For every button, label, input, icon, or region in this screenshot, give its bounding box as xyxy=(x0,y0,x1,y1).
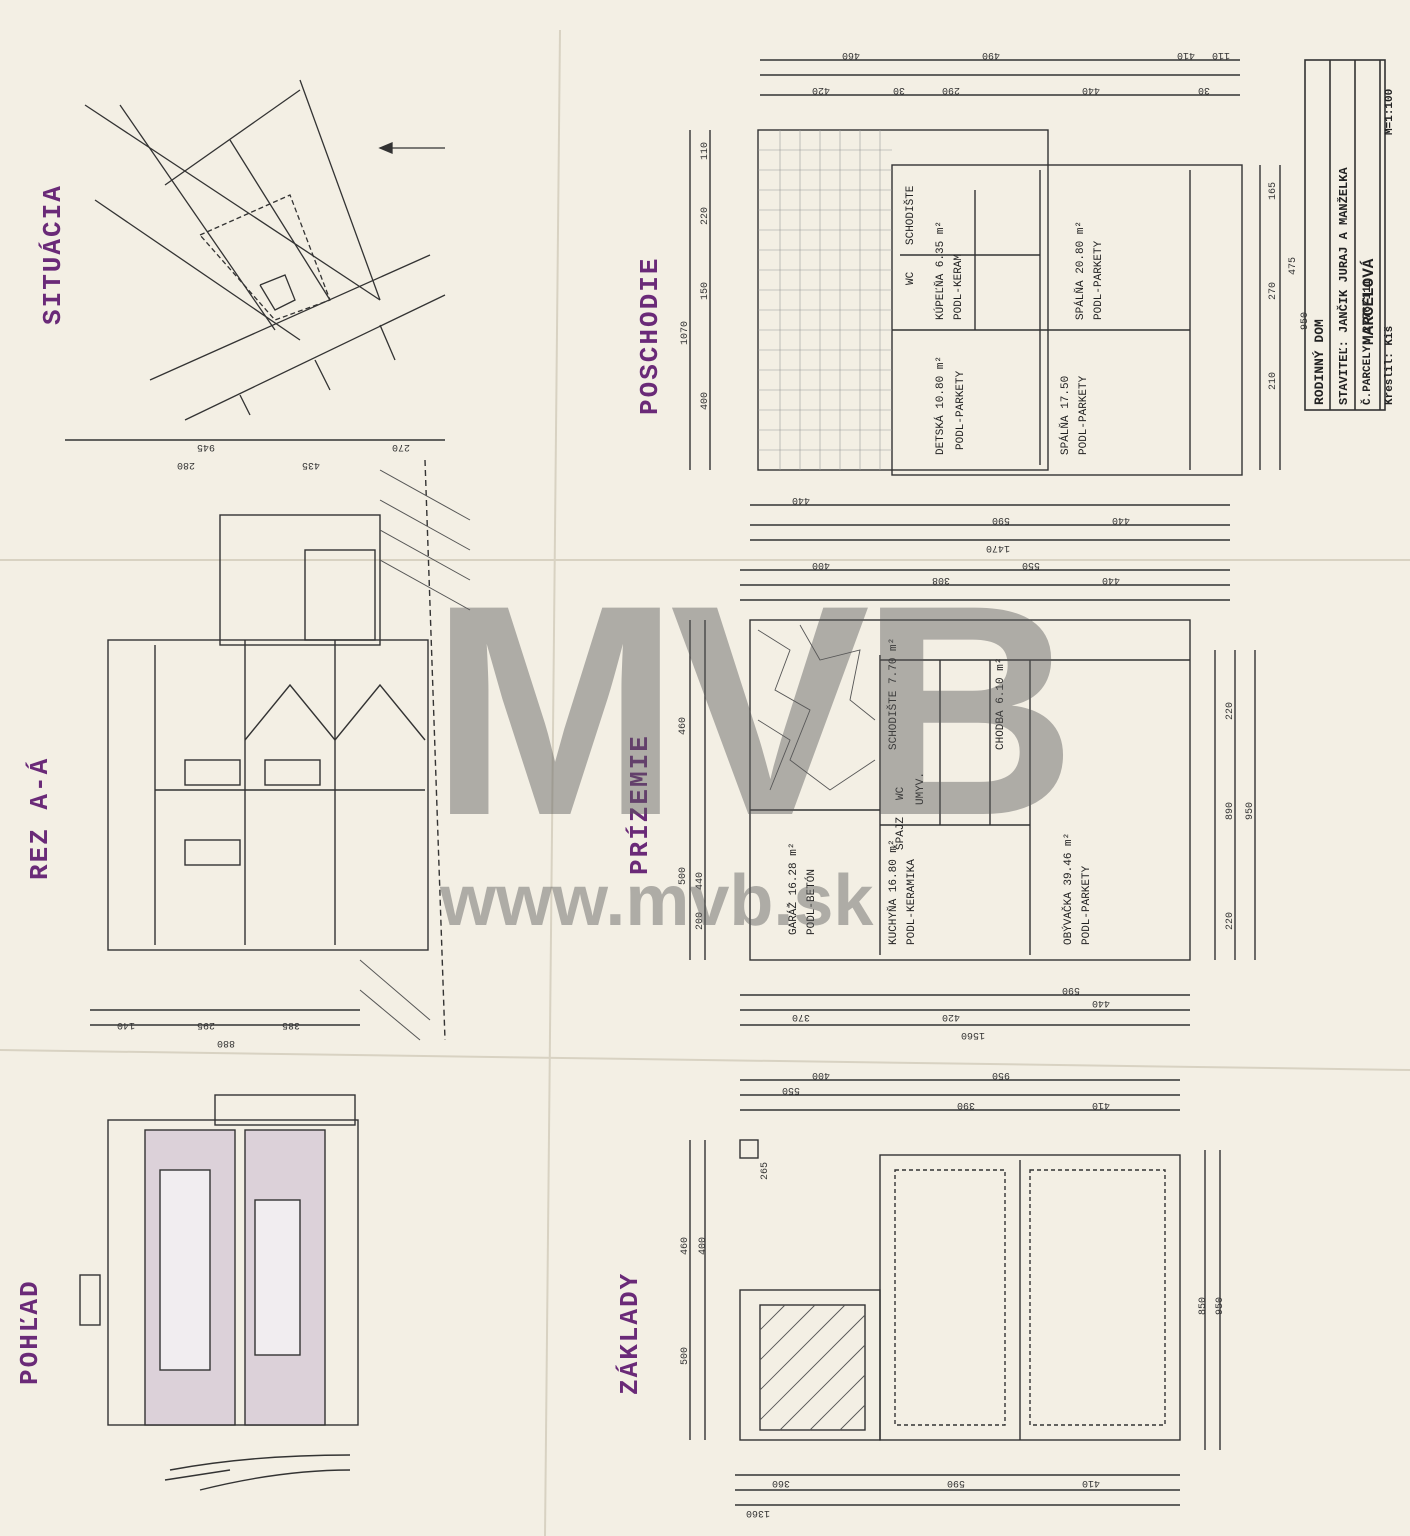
dim-zaklady-bottom-4: 1360 xyxy=(745,1507,770,1518)
dim-prizemie-right-2: 890 xyxy=(1225,801,1236,820)
room-spalna-1: SPÁLŇA 17.50 xyxy=(1060,375,1072,455)
dim-zaklady-left-4: 500 xyxy=(680,1346,691,1365)
dim-poschodie-top-2: 490 xyxy=(981,49,1000,60)
dim-poschodie-top-4: 110 xyxy=(1211,49,1230,60)
dim-zaklady-right-2: 950 xyxy=(1215,1296,1226,1315)
prizemie-plan xyxy=(689,569,1256,1026)
dim-prizemie-bottom-4: 370 xyxy=(791,1011,810,1022)
dim-zaklady-left-3: 400 xyxy=(698,1236,709,1255)
dim-poschodie-bottom-1: 440 xyxy=(791,494,810,505)
dim-prizemie-bottom-1: 440 xyxy=(1091,997,1110,1008)
dim-zaklady-top-1: 400 xyxy=(811,1069,830,1080)
rez-section xyxy=(65,439,446,1041)
dim-poschodie-top2-1: 420 xyxy=(811,84,830,95)
room-kupelna-floor: PODL-KERAM xyxy=(953,253,965,320)
zaklady-hatch xyxy=(759,1304,866,1431)
situacia-site-plan xyxy=(84,79,446,421)
pohlad-title: POHĽAD xyxy=(15,1279,45,1385)
zaklady-title: ZÁKLADY xyxy=(615,1271,645,1395)
poschodie-roof-grid xyxy=(758,130,892,470)
title-block-line1: RODINNÝ DOM xyxy=(1312,319,1327,405)
dim-poschodie-left-2: 400 xyxy=(700,391,711,410)
room-wc-upper: WC xyxy=(905,271,917,285)
rez-title: REZ A-Á xyxy=(25,756,55,880)
dim-rez-top-2: 435 xyxy=(301,459,320,470)
pohlad-elevation xyxy=(79,1094,359,1491)
title-block-frame xyxy=(1304,59,1386,411)
room-detska-floor: PODL-PARKETY xyxy=(955,370,967,450)
zaklady-plan xyxy=(689,1079,1221,1506)
title-block-line2: STAVITEĽ: JANČIK JURAJ A MANŽELKA xyxy=(1337,167,1351,405)
room-schodiste-upper: SCHODIŠTE xyxy=(905,185,917,245)
room-obyvacka-floor: PODL-PARKETY xyxy=(1081,865,1093,945)
watermark-url: www.mvb.sk xyxy=(440,861,874,941)
title-block-line5: Kreslil: Kiš xyxy=(1384,325,1396,405)
dim-poschodie-right-5: 950 xyxy=(1300,311,1311,330)
dim-rez-bottom-4: 140 xyxy=(116,1019,135,1030)
dim-rez-top-3: 280 xyxy=(176,459,195,470)
room-spalna-2: SPÁLŇA 20.80 m² xyxy=(1075,220,1087,320)
dim-rez-bottom-3: 295 xyxy=(196,1019,215,1030)
dim-zaklady-bottom-3: 360 xyxy=(771,1477,790,1488)
watermark-logo: MVB xyxy=(430,542,1077,878)
title-block-scale: M=1:100 xyxy=(1384,88,1396,135)
paper-folds xyxy=(0,29,1410,1536)
rez-ground-hatch xyxy=(359,469,471,1041)
dim-zaklady-right-1: 850 xyxy=(1198,1296,1209,1315)
dim-rez-bottom-1: 880 xyxy=(216,1037,235,1048)
dim-poschodie-right-3: 210 xyxy=(1268,371,1279,390)
dim-poschodie-right-1: 165 xyxy=(1268,181,1279,200)
dim-prizemie-right-1: 220 xyxy=(1225,701,1236,720)
dim-prizemie-bottom-2: 590 xyxy=(1061,984,1080,995)
dim-poschodie-top2-4: 440 xyxy=(1081,84,1100,95)
dim-zaklady-top-2: 550 xyxy=(781,1084,800,1095)
room-spalna-1-floor: PODL-PARKETY xyxy=(1078,375,1090,455)
room-spalna-2-floor: PODL-PARKETY xyxy=(1093,240,1105,320)
dim-poschodie-top2-2: 30 xyxy=(892,84,905,95)
dim-zaklady-top-4: 390 xyxy=(956,1099,975,1110)
room-detska: DETSKÁ 10.80 m² xyxy=(935,355,947,455)
dim-poschodie-bottom-2: 590 xyxy=(991,514,1010,525)
dim-poschodie-top2-3: 290 xyxy=(941,84,960,95)
poschodie-title: POSCHODIE xyxy=(635,256,665,415)
dim-poschodie-top-3: 460 xyxy=(841,49,860,60)
dim-rez-top-4: 270 xyxy=(391,441,410,452)
dim-zaklady-bottom-1: 410 xyxy=(1081,1477,1100,1488)
dim-zaklady-left-2: 460 xyxy=(680,1236,691,1255)
dim-poschodie-top-1: 410 xyxy=(1176,49,1195,60)
dim-poschodie-left-3: 150 xyxy=(700,281,711,300)
dim-poschodie-left-4: 220 xyxy=(700,206,711,225)
dim-prizemie-bottom-3: 420 xyxy=(941,1011,960,1022)
poschodie-plan xyxy=(689,59,1281,541)
dim-zaklady-top-5: 410 xyxy=(1091,1099,1110,1110)
room-kupelna: KÚPEĽŇA 6.35 m² xyxy=(935,220,947,320)
dim-poschodie-left-1: 1070 xyxy=(680,320,691,345)
dim-prizemie-bottom-5: 1560 xyxy=(960,1029,985,1040)
dim-zaklady-bottom-2: 590 xyxy=(946,1477,965,1488)
prizemie-terrace-stones xyxy=(757,624,876,791)
dim-prizemie-right-3: 950 xyxy=(1245,801,1256,820)
dim-poschodie-bottom-3: 440 xyxy=(1111,514,1130,525)
dim-poschodie-right-2: 270 xyxy=(1268,281,1279,300)
dim-poschodie-top2-5: 30 xyxy=(1197,84,1210,95)
title-block-line4: Č.PARCELY: 2776/111 xyxy=(1362,279,1374,405)
dim-rez-bottom-2: 385 xyxy=(281,1019,300,1030)
dim-poschodie-left-5: 110 xyxy=(700,141,711,160)
dim-prizemie-right-4: 220 xyxy=(1225,911,1236,930)
dim-poschodie-right-4: 475 xyxy=(1288,256,1299,275)
dim-zaklady-top-3: 950 xyxy=(991,1069,1010,1080)
situacia-title: SITUÁCIA xyxy=(38,184,68,325)
dim-rez-top-1: 945 xyxy=(196,441,215,452)
dim-prizemie-top-3: 440 xyxy=(1101,574,1120,585)
dim-zaklady-left-1: 265 xyxy=(760,1161,771,1180)
